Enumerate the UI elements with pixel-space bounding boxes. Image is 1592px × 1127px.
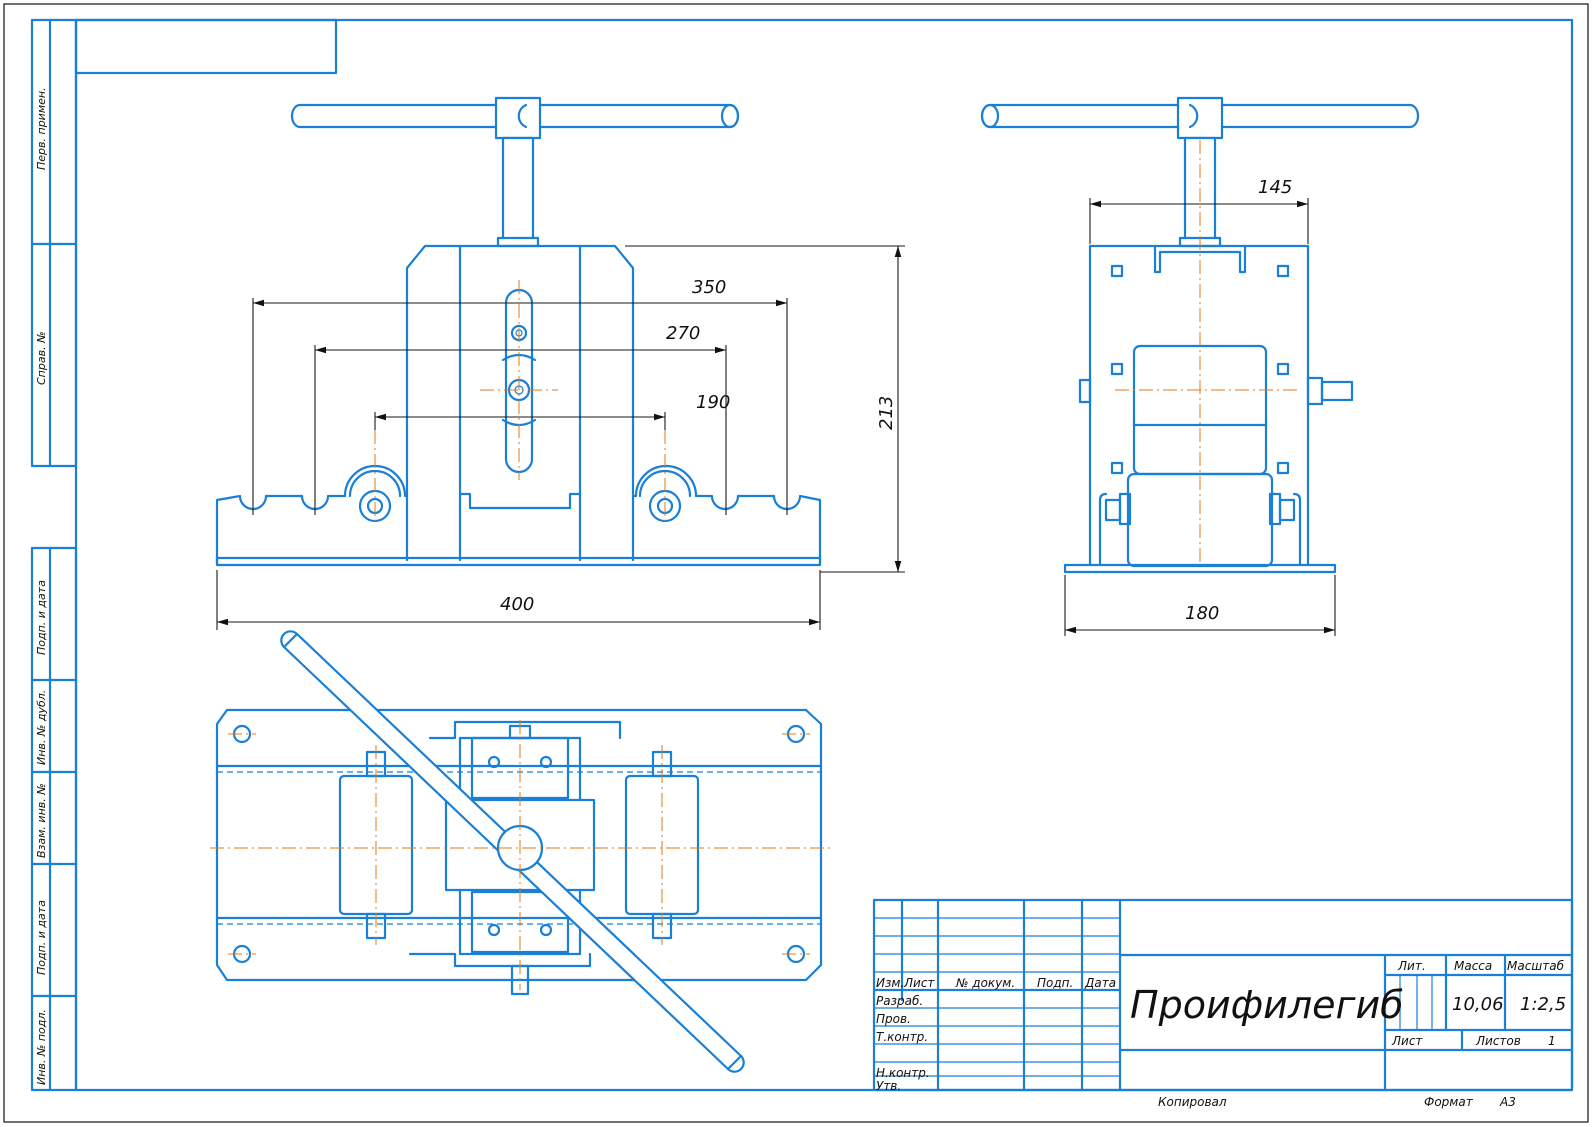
tb-n-kontr: Н.контр. bbox=[876, 1066, 930, 1080]
tb-lit: Лит. bbox=[1397, 959, 1426, 973]
tb-podp: Подп. bbox=[1037, 976, 1073, 990]
top-left-box bbox=[74, 18, 338, 75]
dim-190: 190 bbox=[696, 392, 730, 413]
dim-180: 180 bbox=[1185, 603, 1219, 624]
drawing-frame bbox=[74, 18, 1574, 1092]
dim-400: 400 bbox=[500, 594, 534, 615]
front-view bbox=[215, 96, 822, 567]
side-inv-podl: Инв. № подл. bbox=[35, 1009, 48, 1085]
side-podp-data-bottom: Подп. и дата bbox=[35, 900, 48, 975]
side-podp-data-top: Подп. и дата bbox=[35, 580, 48, 655]
dim-270: 270 bbox=[666, 323, 700, 344]
side-dimensions: 145 180 bbox=[1064, 177, 1336, 636]
tb-list-label: Лист bbox=[1391, 1034, 1423, 1048]
tb-t-kontr: Т.контр. bbox=[876, 1030, 928, 1044]
tb-massa: Масса bbox=[1454, 959, 1492, 973]
outer-sheet-border bbox=[3, 3, 1589, 1123]
tb-razrab: Разраб. bbox=[876, 994, 923, 1008]
side-perv-primen: Перв. примен. bbox=[35, 87, 48, 170]
footer-format-label: Формат bbox=[1424, 1095, 1474, 1109]
tb-massa-value: 10,06 bbox=[1452, 994, 1504, 1015]
dim-350: 350 bbox=[692, 277, 726, 298]
tb-title: Проифилегиб bbox=[1130, 983, 1404, 1027]
top-view bbox=[210, 630, 830, 1073]
tb-masshtab: Масштаб bbox=[1507, 959, 1565, 973]
tb-prov: Пров. bbox=[876, 1012, 911, 1026]
title-block: Изм. Лист № докум. Подп. Дата Разраб. Пр… bbox=[872, 898, 1574, 1093]
tb-listov-value: 1 bbox=[1548, 1034, 1556, 1048]
tb-list: Лист bbox=[903, 976, 935, 990]
front-dimensions: 350 270 190 213 400 bbox=[216, 245, 905, 630]
left-strip: Перв. примен. Справ. № Подп. и дата Инв.… bbox=[30, 18, 78, 1092]
dim-213: 213 bbox=[876, 396, 897, 430]
footer: Копировал Формат A3 bbox=[1158, 1095, 1516, 1109]
footer-format-value: A3 bbox=[1499, 1095, 1516, 1109]
tb-data: Дата bbox=[1084, 976, 1116, 990]
side-view bbox=[980, 96, 1420, 574]
side-inv-dubl: Инв. № дубл. bbox=[35, 690, 48, 765]
tb-masshtab-value: 1:2,5 bbox=[1520, 994, 1566, 1015]
tb-listov-label: Листов bbox=[1475, 1034, 1521, 1048]
tb-izm: Изм. bbox=[876, 976, 904, 990]
footer-kopiroval: Копировал bbox=[1158, 1095, 1227, 1109]
side-vzam-inv: Взам. инв. № bbox=[35, 783, 48, 858]
side-sprav-no: Справ. № bbox=[35, 331, 48, 385]
tb-utv: Утв. bbox=[876, 1079, 901, 1093]
tb-no-dokum: № докум. bbox=[955, 976, 1015, 990]
dim-145: 145 bbox=[1258, 177, 1292, 198]
